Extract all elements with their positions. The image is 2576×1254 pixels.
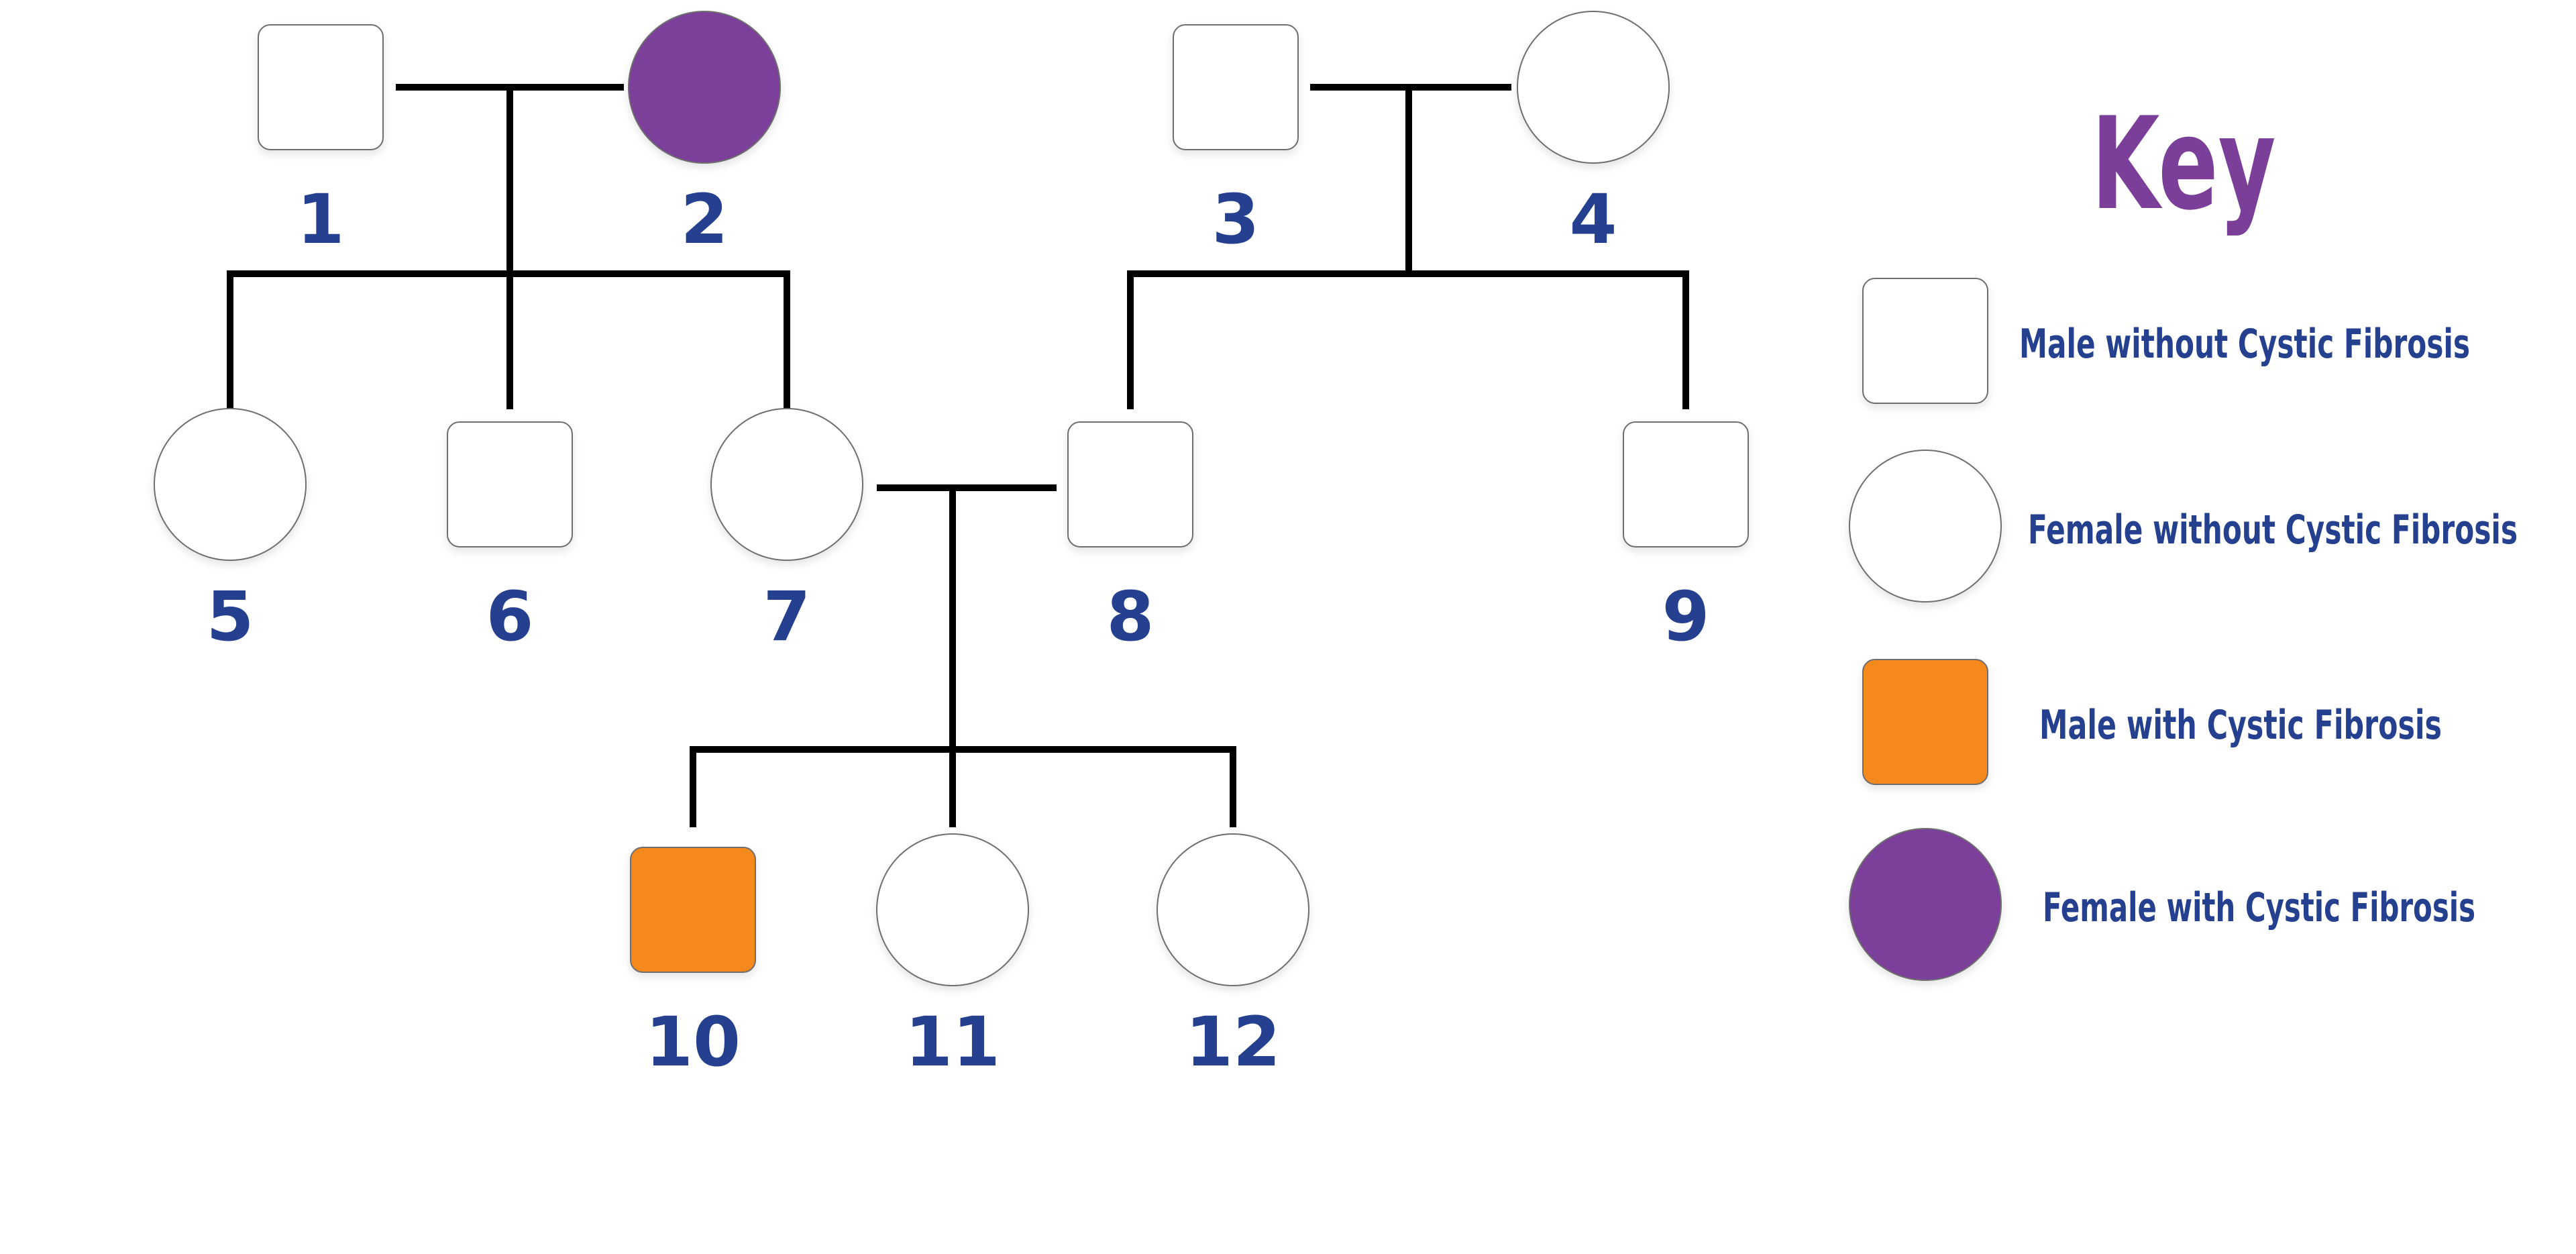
individual-number-11: 11	[905, 1002, 1000, 1082]
individual-number-4: 4	[1570, 180, 1617, 260]
individual-number-2: 2	[681, 180, 729, 260]
key-item-male-affected: Male with Cystic Fibrosis	[1862, 659, 2442, 785]
key-square-affected	[1862, 659, 1988, 785]
key-item-female-unaffected: Female without Cystic Fibrosis	[1849, 450, 2518, 603]
individual-11: 11	[876, 833, 1029, 1082]
individual-number-6: 6	[486, 577, 534, 657]
female-circle-4	[1517, 11, 1670, 164]
key-title: Key	[2092, 90, 2276, 238]
individual-10: 10	[630, 847, 756, 1082]
individual-7: 7	[710, 408, 863, 657]
key-item-female-affected: Female with Cystic Fibrosis	[1849, 828, 2475, 981]
key-label: Female without Cystic Fibrosis	[2028, 507, 2518, 554]
individual-number-3: 3	[1212, 180, 1260, 260]
individual-number-7: 7	[763, 577, 811, 657]
individual-1: 1	[258, 24, 384, 260]
key-label: Male with Cystic Fibrosis	[2039, 702, 2442, 749]
female-circle-11	[876, 833, 1029, 986]
key-label: Male without Cystic Fibrosis	[2019, 321, 2470, 368]
key-circle-unaffected	[1849, 450, 2002, 603]
key-square-unaffected	[1862, 278, 1988, 404]
individual-8: 8	[1067, 421, 1193, 657]
male-square-9	[1623, 421, 1749, 547]
female-circle-12	[1157, 833, 1309, 986]
individual-4: 4	[1517, 11, 1670, 260]
female-circle-7	[710, 408, 863, 561]
connector-lines	[227, 84, 1689, 827]
male-square-6	[447, 421, 573, 547]
individual-12: 12	[1157, 833, 1309, 1082]
individual-9: 9	[1623, 421, 1749, 657]
individual-number-1: 1	[297, 180, 345, 260]
male-square-3	[1173, 24, 1299, 150]
key-item-male-unaffected: Male without Cystic Fibrosis	[1862, 278, 2470, 404]
male-square-1	[258, 24, 384, 150]
individual-2: 2	[628, 11, 781, 260]
individual-5: 5	[154, 408, 307, 657]
key-circle-affected	[1849, 828, 2002, 981]
key-label: Female with Cystic Fibrosis	[2043, 884, 2475, 931]
male-square-8	[1067, 421, 1193, 547]
individual-3: 3	[1173, 24, 1299, 260]
female-circle-5	[154, 408, 307, 561]
individual-number-12: 12	[1185, 1002, 1281, 1082]
individual-6: 6	[447, 421, 573, 657]
male-square-10	[630, 847, 756, 973]
individual-number-8: 8	[1107, 577, 1155, 657]
female-circle-2	[628, 11, 781, 164]
individual-number-10: 10	[645, 1002, 741, 1082]
individual-number-5: 5	[207, 577, 254, 657]
individual-number-9: 9	[1662, 577, 1710, 657]
